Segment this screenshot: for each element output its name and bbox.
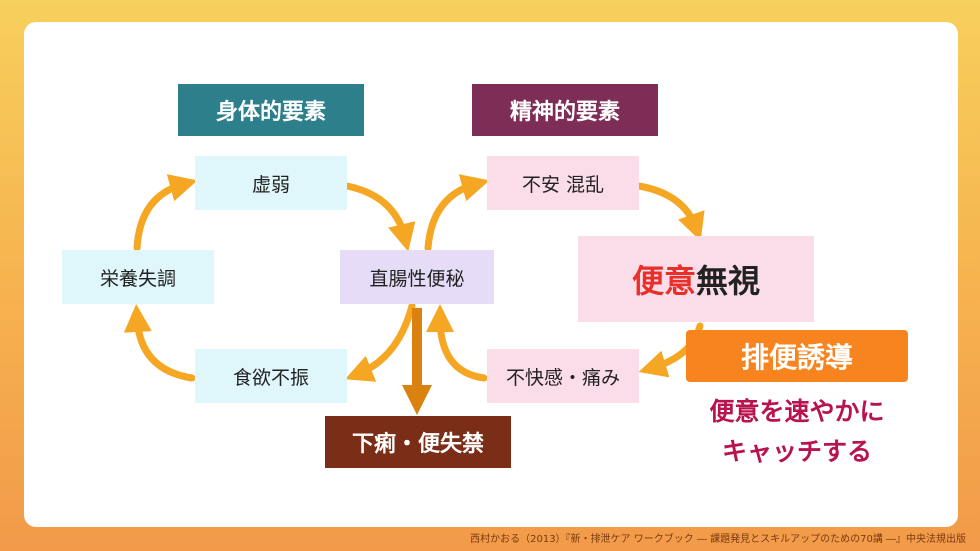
arrow-weakness-to-constipation	[343, 182, 416, 252]
ignore-urge-highlight: 便意	[631, 262, 696, 300]
source-citation: 西村かおる（2013）『新・排泄ケア ワークブック ― 課題発見とスキルアップの…	[470, 534, 966, 545]
node-discomfort: 不快感・痛み	[487, 349, 639, 403]
arrow-anxiety-to-ignore	[635, 182, 705, 242]
node-ignore-urge: 便意 無視	[578, 236, 814, 322]
arrow-constipation-to-anxiety	[424, 174, 490, 252]
node-outcome: 下痢・便失禁	[325, 416, 511, 468]
node-weakness: 虚弱	[195, 156, 347, 210]
node-induction: 排便誘導	[686, 330, 908, 382]
category-mental: 精神的要素	[472, 84, 658, 136]
arrow-discomfort-to-constipation	[426, 304, 488, 382]
arrow-constipation-to-appetite	[345, 302, 416, 382]
node-appetite-loss: 食欲不振	[195, 349, 347, 403]
arrow-appetite-to-malnutrition	[123, 304, 196, 382]
category-physical: 身体的要素	[178, 84, 364, 136]
node-anxiety: 不安 混乱	[487, 156, 639, 210]
induction-caption: 便意を速やかに キャッチする	[686, 392, 908, 472]
induction-caption-line1: 便意を速やかに	[709, 397, 885, 426]
induction-caption-line2: キャッチする	[721, 437, 872, 466]
arrow-malnutrition-to-weakness	[133, 174, 198, 252]
node-malnutrition: 栄養失調	[62, 250, 214, 304]
node-rectal-constipation: 直腸性便秘	[340, 250, 494, 304]
ignore-urge-rest: 無視	[696, 262, 761, 300]
